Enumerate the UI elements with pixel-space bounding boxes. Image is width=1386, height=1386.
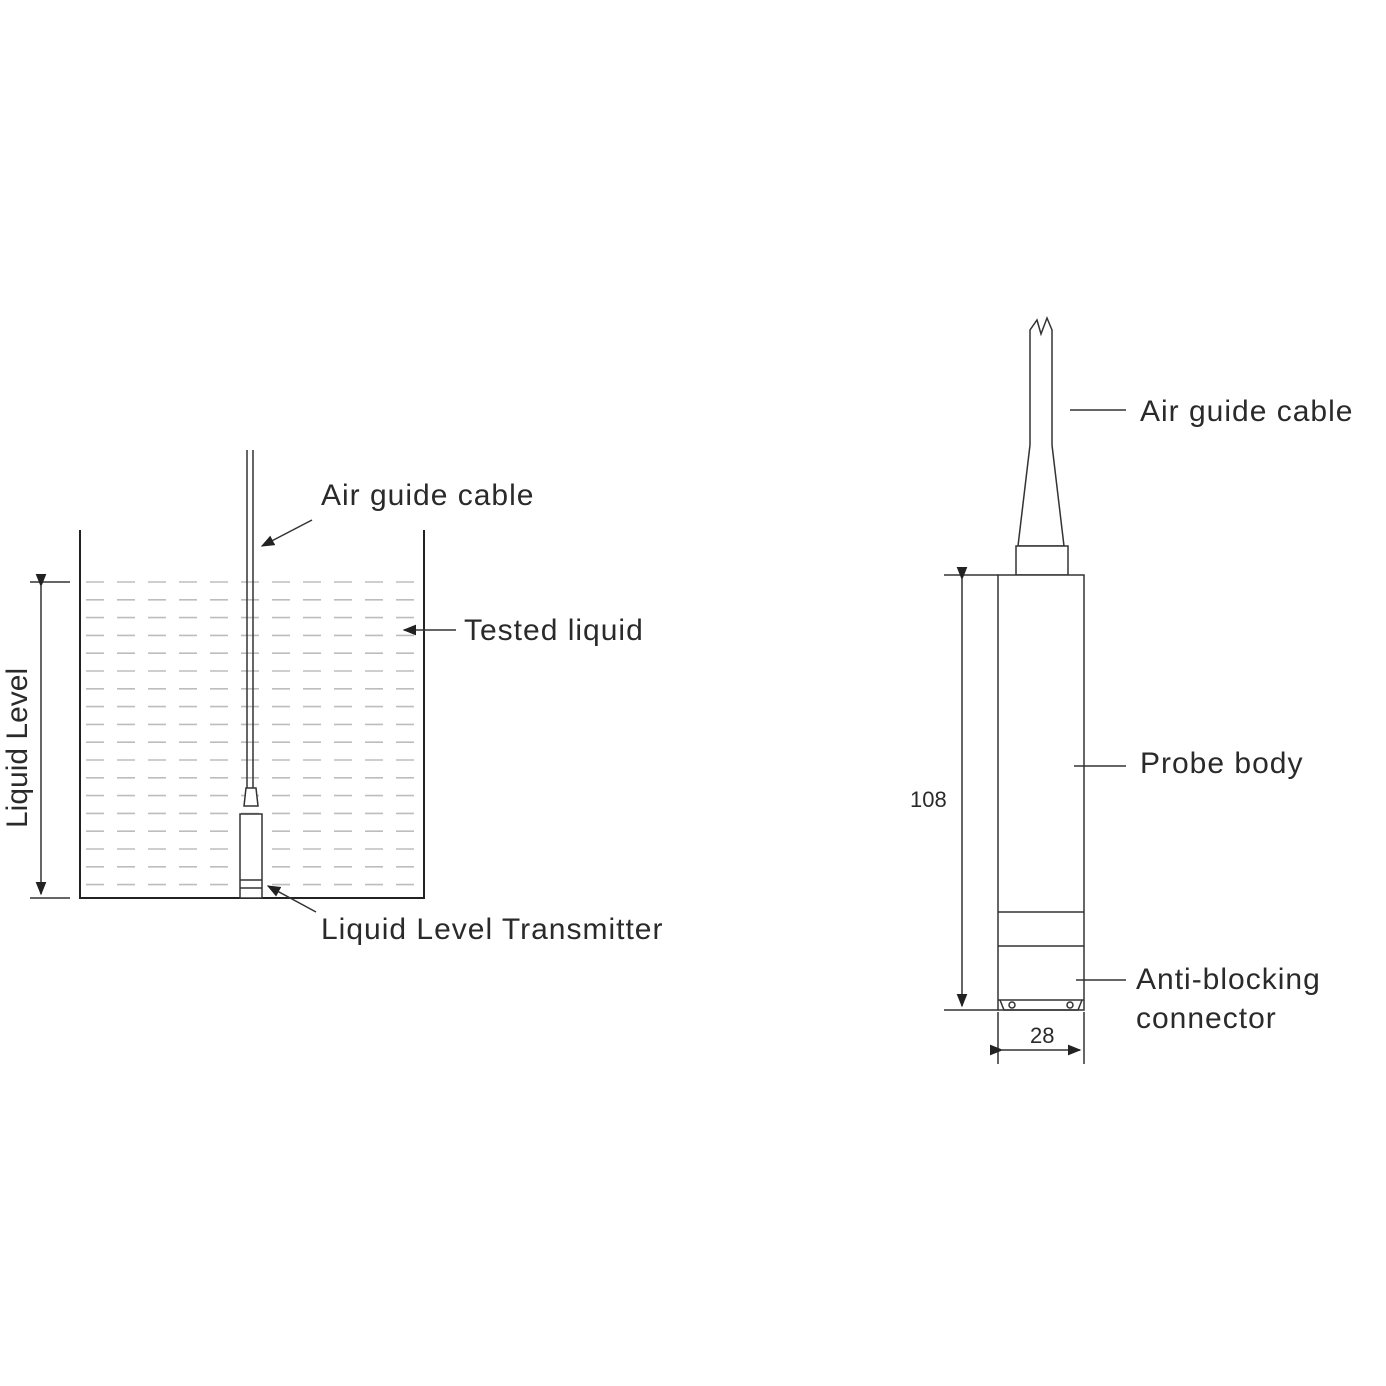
tested-liquid-label: Tested liquid xyxy=(464,614,644,647)
probe-cable-taper xyxy=(1017,444,1065,547)
probe-body-label: Probe body xyxy=(1140,747,1303,780)
width-dimension-label: 28 xyxy=(1030,1023,1054,1048)
liquid-level-label: Liquid Level xyxy=(1,668,34,828)
tank-diagram: Air guide cable Tested liquid Liquid Lev… xyxy=(1,450,664,946)
transmitter-neck xyxy=(243,787,259,807)
connector-hole-left xyxy=(1008,1001,1016,1009)
probe-diagram: 108 28 Air guide cable Probe body Anti-b… xyxy=(910,315,1353,1064)
probe-air-guide-cable-label: Air guide cable xyxy=(1140,395,1353,428)
probe-cable xyxy=(1029,315,1053,445)
air-guide-cable-label: Air guide cable xyxy=(321,479,534,512)
height-dimension-label: 108 xyxy=(910,787,947,812)
probe-body xyxy=(997,574,1085,1011)
transmitter-label: Liquid Level Transmitter xyxy=(321,913,664,946)
connector-hole-right xyxy=(1066,1001,1074,1009)
anti-blocking-label-line1: Anti-blocking xyxy=(1136,963,1321,996)
probe-collar xyxy=(1015,545,1069,576)
transmitter-body xyxy=(239,813,263,899)
anti-blocking-label-line2: connector xyxy=(1136,1002,1277,1035)
transmitter-arrow xyxy=(266,885,317,913)
anti-blocking-connector xyxy=(999,999,1083,1011)
air-guide-cable-arrow xyxy=(260,519,313,547)
